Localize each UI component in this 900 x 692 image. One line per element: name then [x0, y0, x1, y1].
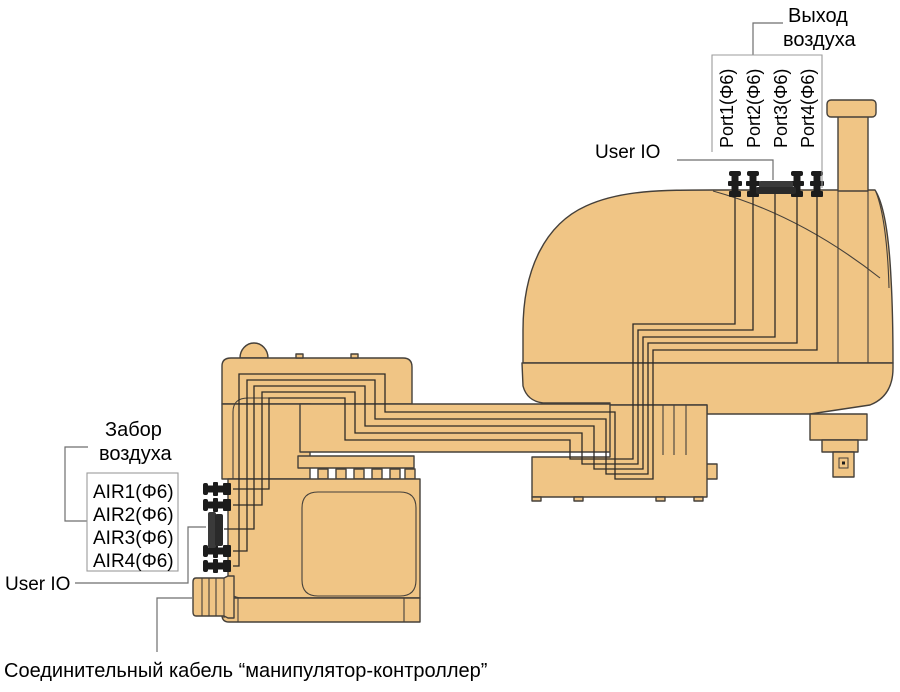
quill-shaft — [837, 114, 869, 192]
air-outlet-label-line1: Выход — [788, 5, 848, 27]
base-dome — [239, 342, 269, 359]
left-air-fittings — [203, 482, 231, 573]
wrist-block-mid — [821, 439, 859, 453]
robot-body — [192, 99, 894, 623]
user-io-connector-top — [756, 181, 796, 194]
cable-gland — [192, 575, 235, 619]
air-fitting-icon — [746, 171, 760, 197]
housing-screw — [295, 353, 304, 359]
air-intake-label-line2: воздуха — [99, 443, 172, 465]
head-swoosh — [712, 190, 881, 279]
annotation-lines — [64, 22, 783, 652]
annotation-boxes — [86, 54, 823, 572]
air-fitting-icon — [810, 171, 824, 197]
port4-label: Port4(Φ6) — [798, 69, 818, 148]
housing-screw — [350, 353, 359, 359]
user-io-connector-left — [208, 512, 223, 548]
base-body — [227, 478, 421, 599]
gland-rib — [201, 578, 225, 618]
tube-port2-air2 — [233, 196, 754, 506]
base-plate — [221, 597, 421, 623]
port1-label: Port1(Φ6) — [717, 69, 737, 148]
link1-housing — [221, 357, 413, 405]
cable-caption-leader — [156, 597, 192, 652]
air4-label: AIR4(Φ6) — [93, 551, 174, 572]
port-label-box — [711, 54, 823, 188]
tube-port4-air4 — [233, 196, 818, 567]
wrist-block-upper — [809, 413, 868, 441]
plate-tick — [237, 598, 405, 622]
air-fitting-icon — [203, 482, 231, 496]
port3-label: Port3(Φ6) — [771, 69, 791, 148]
top-air-fittings — [728, 171, 824, 197]
wrist-detail — [838, 457, 849, 469]
air-fitting-icon — [790, 171, 804, 197]
user-io-top-label: User IO — [595, 142, 660, 163]
air1-label: AIR1(Φ6) — [93, 482, 174, 503]
joint-teeth — [317, 468, 416, 480]
base-inner-corner — [232, 397, 300, 479]
tube-port3-air3 — [233, 196, 798, 552]
joint-flange-plate — [297, 455, 415, 469]
base-upper-column — [221, 403, 311, 480]
labels: Выход воздуха Port1(Φ6) Port2(Φ6) Port3(… — [4, 5, 856, 682]
user-io-top-leader — [677, 159, 774, 180]
column-feet — [531, 496, 704, 502]
air-intake-label-line1: Забор — [105, 419, 162, 441]
tube-bundle — [224, 194, 818, 567]
air-label-box — [86, 472, 179, 572]
quill-shaft-cap — [826, 99, 877, 118]
air-fitting-icon — [203, 559, 231, 573]
body-detail-lines — [201, 190, 893, 622]
head-right-inner — [875, 191, 890, 289]
tube-port1-air1 — [233, 196, 736, 490]
tube-userio-cable — [224, 194, 776, 530]
port2-label: Port2(Φ6) — [744, 69, 764, 148]
air-fitting-icon — [728, 171, 742, 197]
user-io-left-leader — [75, 526, 206, 584]
air-fitting-icon — [203, 544, 231, 558]
air3-label: AIR3(Φ6) — [93, 528, 174, 549]
base-panel — [301, 491, 417, 597]
air2-label: AIR2(Φ6) — [93, 505, 174, 526]
air-outlet-bracket — [752, 22, 783, 55]
user-io-left-label: User IO — [5, 574, 70, 595]
air-fitting-icon — [203, 498, 231, 512]
air-intake-bracket — [64, 446, 88, 522]
air-outlet-label-line2: воздуха — [783, 29, 856, 51]
head-hump — [522, 189, 894, 364]
cable-caption: Соединительный кабель “манипулятор-контр… — [4, 660, 487, 682]
